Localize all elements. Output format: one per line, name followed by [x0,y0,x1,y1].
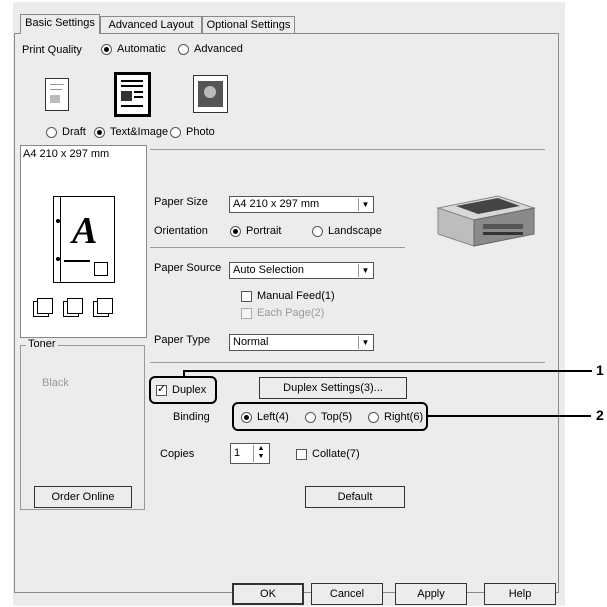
checkbox-icon [296,448,307,460]
print-quality-label: Print Quality [22,44,82,56]
binding-top-radio[interactable]: Top(5) [305,411,352,423]
automatic-radio[interactable]: Automatic [101,43,166,55]
copies-label: Copies [160,448,195,460]
chevron-down-icon: ▼ [358,198,372,211]
apply-button[interactable]: Apply [395,583,467,605]
draft-radio[interactable]: Draft [46,126,86,138]
duplex-settings-button[interactable]: Duplex Settings(3)... [259,377,407,399]
paper-source-label: Paper Source [154,262,222,274]
callout-line-1-tick [183,370,185,378]
text-image-radio[interactable]: Text&Image [94,126,168,138]
toner-color: Black [42,377,69,389]
separator [150,247,405,248]
separator [150,149,545,150]
callout-number-1: 1 [596,362,604,378]
radio-selected-icon [101,43,112,55]
tab-advanced-layout[interactable]: Advanced Layout [100,16,202,33]
callout-line-1 [217,370,592,372]
checkbox-icon [241,290,252,302]
binding-label: Binding [173,411,210,423]
toner-label: Toner [26,338,58,350]
tab-optional-settings[interactable]: Optional Settings [202,16,295,33]
toner-group [20,345,145,510]
order-online-button[interactable]: Order Online [34,486,132,508]
paper-source-select[interactable]: Auto Selection ▼ [229,262,374,279]
printer-icon [428,190,540,250]
preview-paper-label: A4 210 x 297 mm [23,148,110,160]
radio-icon [305,411,316,423]
photo-radio[interactable]: Photo [170,126,215,138]
paper-size-label: Paper Size [154,196,208,208]
landscape-radio[interactable]: Landscape [312,225,382,237]
cancel-button[interactable]: Cancel [311,583,383,605]
manual-feed-checkbox[interactable]: Manual Feed(1) [241,290,335,302]
text-image-mode-icon[interactable] [114,72,151,117]
paper-preview: A4 210 x 297 mm A [20,145,147,338]
portrait-radio[interactable]: Portrait [230,225,281,237]
checkbox-icon [241,307,252,319]
tab-basic-settings[interactable]: Basic Settings [20,14,100,34]
copies-stepper[interactable]: 1 ▲▼ [230,443,270,464]
chevron-down-icon: ▼ [358,336,372,349]
callout-box-binding [232,402,428,431]
preview-letter: A [72,210,98,252]
binding-right-radio[interactable]: Right(6) [368,411,423,423]
radio-selected-icon [230,225,241,237]
ok-button[interactable]: OK [232,583,304,605]
draft-mode-icon[interactable] [45,78,69,111]
callout-line-1-join [183,370,219,372]
chevron-down-icon: ▼ [358,264,372,277]
help-button[interactable]: Help [484,583,556,605]
callout-box-duplex [149,376,217,404]
radio-selected-icon [241,411,252,423]
orientation-label: Orientation [154,225,208,237]
callout-number-2: 2 [596,407,604,423]
radio-icon [368,411,379,423]
radio-icon [312,225,323,237]
binding-left-radio[interactable]: Left(4) [241,411,289,423]
paper-size-select[interactable]: A4 210 x 297 mm ▼ [229,196,374,213]
checkmark-icon [156,382,167,396]
separator [150,362,545,363]
paper-type-select[interactable]: Normal ▼ [229,334,374,351]
photo-mode-icon[interactable] [193,75,228,113]
default-button[interactable]: Default [305,486,405,508]
radio-icon [178,43,189,55]
radio-icon [170,126,181,138]
callout-line-2 [428,415,591,417]
radio-icon [46,126,57,138]
advanced-radio[interactable]: Advanced [178,43,243,55]
spinner-arrows-icon[interactable]: ▲▼ [253,445,268,462]
multiple-pages-icon [33,298,133,318]
page-preview: A [53,196,115,283]
collate-checkbox[interactable]: Collate(7) [296,448,360,460]
duplex-checkbox[interactable]: Duplex [156,382,206,396]
paper-type-label: Paper Type [154,334,211,346]
each-page-checkbox: Each Page(2) [241,307,324,319]
radio-selected-icon [94,126,105,138]
